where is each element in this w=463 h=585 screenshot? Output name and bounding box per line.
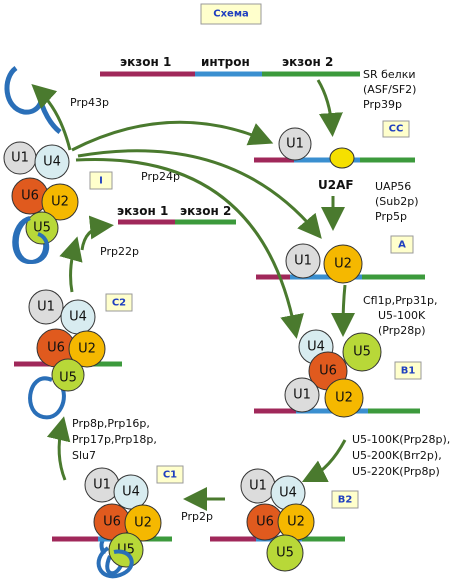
u2af-blob [329, 147, 355, 169]
u5200k-label: U5-200K(Brr2p), [352, 449, 442, 462]
u5-label: U5 [276, 546, 294, 561]
prp24p-label: Prp24p [141, 170, 180, 183]
free-lariat [4, 65, 44, 115]
arrow-to-cc-recycle [71, 120, 274, 152]
lariat-c2 [28, 376, 66, 420]
prp17p-label: Prp17p,Prp18p, [72, 433, 157, 446]
b2-label: B2 [338, 495, 353, 506]
title-label: Схема [213, 9, 249, 20]
b1-label: B1 [401, 366, 416, 377]
pre-mrna-top: экзон 1 интрон экзон 2 [100, 55, 360, 77]
complex-c1: U1 U4 U6 U2 U5 C1 [52, 465, 184, 579]
spliced-mrna: экзон 1 экзон 2 [117, 204, 236, 225]
arrow-to-cc [316, 79, 343, 137]
u4-label: U4 [69, 310, 87, 325]
u1-label: U1 [286, 137, 304, 152]
u4-label: U4 [279, 486, 297, 501]
complex-a: U1 U2 A [256, 235, 425, 284]
u1-circle [278, 127, 312, 161]
u2-label: U2 [134, 516, 152, 531]
u2af-label: U2AF [318, 178, 354, 192]
u5-label: U5 [117, 543, 135, 558]
sr-proteins-label: SR белки [363, 68, 416, 81]
u2-label: U2 [51, 195, 69, 210]
u2-label: U2 [287, 515, 305, 530]
prp22p-label: Prp22p [100, 245, 139, 258]
prp43p-label: Prp43p [70, 96, 109, 109]
title-box: Схема [200, 3, 262, 25]
u2-label: U2 [78, 342, 96, 357]
u1-label: U1 [293, 388, 311, 403]
complex-c2: U1 U4 U6 U2 U5 C2 [14, 289, 133, 420]
u4-label: U4 [43, 155, 61, 170]
asf-label: (ASF/SF2) [363, 83, 416, 96]
u6-label: U6 [319, 364, 337, 379]
u1-label: U1 [11, 151, 29, 166]
u1-label: U1 [249, 479, 267, 494]
u5220k-label: U5-220K(Prp8p) [352, 465, 440, 478]
complex-i: U1 U4 U6 U2 U5 I [3, 141, 113, 265]
u1-label: U1 [294, 254, 312, 269]
arrow-to-b2 [301, 439, 347, 483]
arrow-to-b1 [331, 284, 356, 337]
u6-label: U6 [103, 515, 121, 530]
c1-label: C1 [163, 470, 177, 481]
intron-label: интрон [201, 55, 250, 69]
complex-b2: U1 U4 U6 U2 U5 B2 [210, 468, 359, 572]
u1-label: U1 [93, 478, 111, 493]
prp5p-label: Prp5p [375, 210, 407, 223]
complex-cc: U1 CC [254, 120, 415, 169]
cc-label: CC [389, 124, 404, 135]
arrow-to-mrna [80, 215, 114, 251]
u6-label: U6 [21, 189, 39, 204]
a-label: A [398, 240, 406, 251]
arrow-to-lariat [31, 83, 72, 151]
sub2p-label: (Sub2p) [375, 195, 419, 208]
u5-label: U5 [33, 221, 51, 236]
uap56-label: UAP56 [375, 180, 411, 193]
u1-label: U1 [37, 300, 55, 315]
u4-label: U4 [307, 340, 325, 355]
mrna-exon1-label: экзон 1 [117, 204, 168, 218]
slu7-label: Slu7 [72, 449, 96, 462]
c2-label: C2 [112, 298, 126, 309]
exon1-label: экзон 1 [120, 55, 171, 69]
u2-label: U2 [335, 391, 353, 406]
mrna-exon2-label: экзон 2 [180, 204, 231, 218]
exon2-label: экзон 2 [282, 55, 333, 69]
u4-label: U4 [122, 485, 140, 500]
i-label: I [99, 176, 103, 187]
arrow-to-a-recycle [77, 149, 322, 239]
arrow-to-i [59, 236, 83, 293]
u5100k-label: U5-100K [378, 309, 426, 322]
u5-label: U5 [59, 371, 77, 386]
arrow-to-c2 [46, 416, 71, 481]
complex-b1: U4 U5 U6 U1 U2 B1 [254, 329, 422, 418]
u5100k2-label: U5-100K(Prp28p), [352, 433, 450, 446]
u5-label: U5 [353, 345, 371, 360]
prp8p-label: Prp8p,Prp16p, [72, 417, 150, 430]
u2-label: U2 [334, 257, 352, 272]
cfl1p-label: Cfl1p,Prp31p, [363, 294, 438, 307]
arrow-to-b1-recycle [75, 157, 304, 339]
u6-label: U6 [47, 341, 65, 356]
prp39p-label: Prp39p [363, 98, 402, 111]
prp2p-label: Prp2p [181, 510, 213, 523]
prp28p-label: (Prp28p) [378, 324, 426, 337]
u6-label: U6 [256, 515, 274, 530]
